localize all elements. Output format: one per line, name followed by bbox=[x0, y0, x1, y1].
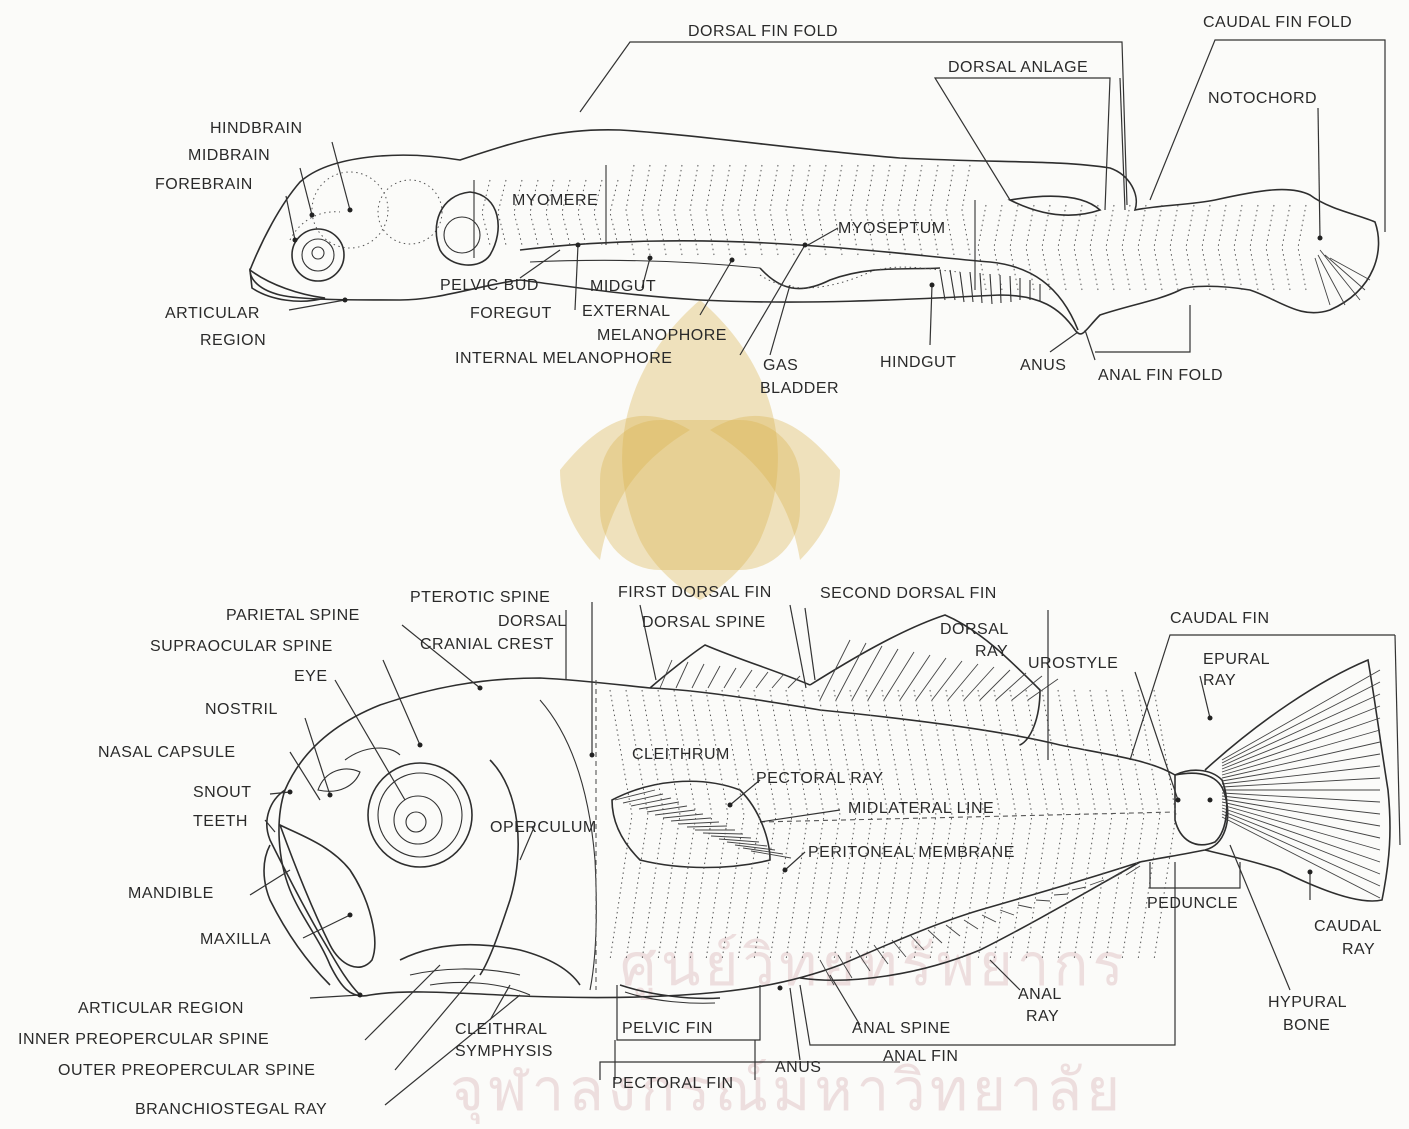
label-anal-spine: ANAL SPINE bbox=[852, 1020, 951, 1037]
label-melanophore: MELANOPHORE bbox=[597, 327, 727, 344]
label-myomere: MYOMERE bbox=[512, 192, 598, 209]
label-anus-adult: ANUS bbox=[775, 1059, 821, 1076]
label-pelvic-fin: PELVIC FIN bbox=[622, 1020, 713, 1037]
label-nostril: NOSTRIL bbox=[205, 701, 278, 718]
label-internal-melanophore: INTERNAL MELANOPHORE bbox=[455, 350, 672, 367]
label-midgut: MIDGUT bbox=[590, 278, 656, 295]
larva-drawing bbox=[250, 130, 1379, 334]
larva-caudal-rays bbox=[1315, 250, 1370, 305]
label-dorsal: DORSAL bbox=[498, 613, 567, 630]
label-parietal-spine: PARIETAL SPINE bbox=[226, 607, 360, 624]
label-peritoneal-membrane: PERITONEAL MEMBRANE bbox=[808, 844, 1015, 861]
adult-operculum-edge bbox=[480, 760, 518, 975]
label-articular-region: ARTICULAR REGION bbox=[78, 1000, 244, 1017]
label-foregut: FOREGUT bbox=[470, 305, 552, 322]
larva-eye bbox=[292, 229, 344, 281]
label-maxilla: MAXILLA bbox=[200, 931, 271, 948]
label-mandible: MANDIBLE bbox=[128, 885, 214, 902]
adult-myomeres bbox=[610, 690, 1176, 960]
adult-pectoral-fin bbox=[612, 781, 791, 867]
label-anal-ray-1: ANAL bbox=[1018, 986, 1062, 1003]
label-second-dorsal-fin: SECOND DORSAL FIN bbox=[820, 585, 997, 602]
label-caudal-fin-fold: CAUDAL FIN FOLD bbox=[1203, 14, 1352, 31]
label-caudal-fin: CAUDAL FIN bbox=[1170, 610, 1270, 627]
label-eye: EYE bbox=[294, 668, 328, 685]
label-inner-preopercular-spine: INNER PREOPERCULAR SPINE bbox=[18, 1031, 269, 1048]
label-pelvic-bud: PELVIC BUD bbox=[440, 277, 539, 294]
label-nasal-capsule: NASAL CAPSULE bbox=[98, 744, 236, 761]
watermark-seal bbox=[560, 300, 840, 600]
label-caudal-ray-1: CAUDAL bbox=[1314, 918, 1382, 935]
label-dorsal-ray-2: RAY bbox=[975, 643, 1008, 660]
label-hypural-1: HYPURAL bbox=[1268, 994, 1347, 1011]
label-articular: ARTICULAR bbox=[165, 305, 260, 322]
label-operculum: OPERCULUM bbox=[490, 819, 597, 836]
adult-maxilla-shape bbox=[280, 825, 375, 967]
label-teeth: TEETH bbox=[193, 813, 248, 830]
label-dorsal-spine: DORSAL SPINE bbox=[642, 614, 766, 631]
adult-second-dorsal-fin bbox=[810, 615, 1058, 745]
label-anal-ray-2: RAY bbox=[1026, 1008, 1059, 1025]
label-urostyle: UROSTYLE bbox=[1028, 655, 1118, 672]
label-pectoral-fin: PECTORAL FIN bbox=[612, 1075, 734, 1092]
label-cranial-crest: CRANIAL CREST bbox=[420, 636, 554, 653]
label-first-dorsal-fin: FIRST DORSAL FIN bbox=[618, 584, 772, 601]
label-epural-1: EPURAL bbox=[1203, 651, 1270, 668]
label-branchiostegal-ray: BRANCHIOSTEGAL RAY bbox=[135, 1101, 327, 1118]
label-anal-fin: ANAL FIN bbox=[883, 1048, 958, 1065]
label-pectoral-ray: PECTORAL RAY bbox=[756, 770, 884, 787]
adult-caudal-fin bbox=[1205, 660, 1390, 901]
label-bladder: BLADDER bbox=[760, 380, 839, 397]
label-anal-fin-fold: ANAL FIN FOLD bbox=[1098, 367, 1223, 384]
label-midlateral-line: MIDLATERAL LINE bbox=[848, 800, 994, 817]
label-pterotic-spine: PTEROTIC SPINE bbox=[410, 589, 550, 606]
label-forebrain: FOREBRAIN bbox=[155, 176, 253, 193]
label-gas: GAS bbox=[763, 357, 798, 374]
label-hypural-2: BONE bbox=[1283, 1017, 1330, 1034]
adult-eye bbox=[368, 763, 472, 867]
label-caudal-ray-2: RAY bbox=[1342, 941, 1375, 958]
label-snout: SNOUT bbox=[193, 784, 252, 801]
label-dorsal-fin-fold: DORSAL FIN FOLD bbox=[688, 23, 838, 40]
label-peduncle: PEDUNCLE bbox=[1147, 895, 1238, 912]
label-midbrain: MIDBRAIN bbox=[188, 147, 270, 164]
label-cleithral: CLEITHRAL bbox=[455, 1021, 548, 1038]
label-hindgut: HINDGUT bbox=[880, 354, 956, 371]
label-cleithrum: CLEITHRUM bbox=[632, 746, 730, 763]
label-epural-2: RAY bbox=[1203, 672, 1236, 689]
label-region: REGION bbox=[200, 332, 266, 349]
label-hindbrain: HINDBRAIN bbox=[210, 120, 303, 137]
label-outer-preopercular-spine: OUTER PREOPERCULAR SPINE bbox=[58, 1062, 315, 1079]
larva-dorsal-anlage bbox=[1010, 196, 1100, 215]
label-symphysis: SYMPHYSIS bbox=[455, 1043, 553, 1060]
adult-hypural-plate bbox=[1175, 770, 1227, 845]
label-notochord: NOTOCHORD bbox=[1208, 90, 1317, 107]
label-myoseptum: MYOSEPTUM bbox=[838, 220, 946, 237]
label-supraocular-spine: SUPRAOCULAR SPINE bbox=[150, 638, 333, 655]
label-anus-larva: ANUS bbox=[1020, 357, 1066, 374]
larva-hindgut-coil bbox=[940, 270, 1040, 304]
label-dorsal-ray-1: DORSAL bbox=[940, 621, 1009, 638]
adult-first-dorsal-fin bbox=[650, 645, 810, 688]
label-external: EXTERNAL bbox=[582, 303, 670, 320]
label-dorsal-anlage: DORSAL ANLAGE bbox=[948, 59, 1088, 76]
larva-body-outline bbox=[250, 130, 1379, 334]
